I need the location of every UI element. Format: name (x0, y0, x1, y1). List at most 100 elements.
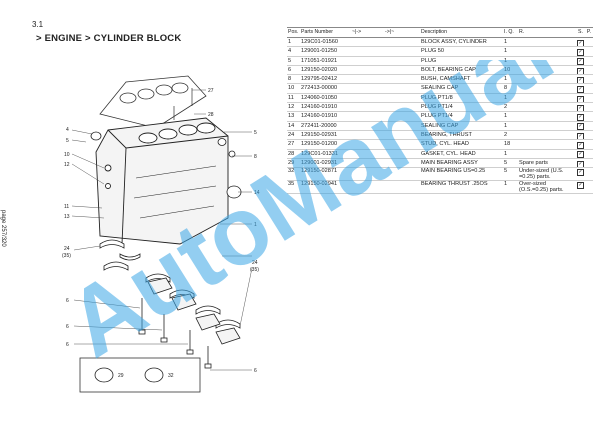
checkbox-checked-icon[interactable]: ✓ (577, 104, 584, 112)
header-from: ~|-> (352, 29, 362, 35)
cell-iq: 1 (504, 181, 508, 188)
cell-description: BLOCK ASSY, CYLINDER (421, 39, 487, 45)
callout-label: 27 (208, 88, 214, 94)
cell-to (385, 159, 421, 167)
cell-to (385, 181, 421, 193)
cell-p (585, 57, 593, 65)
cell-part-number: 124060-01050 (301, 94, 338, 101)
cell-description: BEARING THRUST .25OS (421, 181, 488, 188)
checkbox-checked-icon[interactable]: ✓ (577, 151, 584, 158)
checkbox-checked-icon[interactable]: ✓ (577, 67, 584, 75)
cell-iq: 5 (504, 159, 508, 166)
checkbox-checked-icon[interactable]: ✓ (577, 76, 584, 84)
callout-label: 24 (252, 260, 258, 266)
cell-s: ✓ (576, 140, 585, 149)
cell-from (348, 122, 385, 130)
cell-to (385, 122, 421, 130)
cell-to (385, 140, 421, 148)
checkbox-checked-icon[interactable]: ✓ (577, 181, 584, 189)
cell-pos: 29 (288, 159, 295, 166)
cell-to (385, 103, 421, 111)
checkbox-checked-icon[interactable]: ✓ (577, 58, 584, 65)
cell-s: ✓ (576, 75, 585, 84)
callout-label: 1 (254, 222, 257, 228)
callout-label: 14 (254, 190, 260, 196)
cell-part-number: 171051-01921 (301, 57, 338, 64)
header-iq: I. Q. (504, 29, 514, 35)
cap-bolts-drawing (138, 298, 212, 369)
cell-description: BUSH, CAMSHAFT (421, 76, 471, 83)
cell-description: PLUG (421, 57, 437, 64)
cell-iq: 8 (504, 85, 508, 92)
callout-label: 12 (64, 162, 70, 168)
checkbox-checked-icon[interactable]: ✓ (577, 142, 584, 149)
cell-remark (519, 57, 576, 65)
callout-label: 6 (66, 342, 69, 348)
callout-label: 8 (254, 154, 257, 160)
cell-to (385, 66, 421, 74)
cell-to (385, 75, 421, 83)
cell-p (585, 168, 593, 180)
cell-p (585, 75, 593, 83)
cell-remark (519, 47, 576, 55)
cell-to (385, 168, 421, 180)
cell-s: ✓ (576, 57, 585, 65)
cell-iq: 1 (504, 57, 508, 64)
checkbox-checked-icon[interactable]: ✓ (577, 86, 584, 93)
cell-remark (519, 38, 576, 46)
cell-pos: 13 (288, 113, 295, 120)
callout-label: 29 (118, 373, 124, 379)
cell-from (348, 140, 385, 148)
spare-bearing-inset (79, 357, 201, 393)
cell-from (348, 181, 385, 193)
cell-pos: 12 (288, 104, 295, 111)
cell-s: ✓ (576, 84, 585, 93)
cell-pos: 28 (288, 150, 295, 157)
cell-s: ✓ (576, 150, 585, 158)
callout-label: (35) (62, 253, 71, 259)
cell-part-number: 129C01-01331 (301, 150, 339, 157)
checkbox-checked-icon[interactable]: ✓ (577, 168, 584, 176)
cell-to (385, 112, 421, 120)
checkbox-checked-icon[interactable]: ✓ (577, 160, 584, 168)
checkbox-checked-icon[interactable]: ✓ (577, 49, 584, 56)
cell-iq: 18 (504, 141, 511, 148)
cell-remark: Over-sized (O.S.=0.25) parts. (519, 181, 564, 194)
cell-s: ✓ (576, 66, 585, 75)
cell-iq: 5 (504, 168, 508, 175)
callout-label: 24 (64, 246, 70, 252)
cell-description: STUD, CYL. HEAD (421, 141, 469, 148)
cell-description: BEARING, THRUST (421, 131, 472, 138)
cell-p (585, 150, 593, 158)
cell-to (385, 47, 421, 55)
cell-iq: 1 (504, 150, 508, 157)
cell-description: PLUG 50 (421, 48, 445, 55)
cell-pos: 35 (288, 181, 295, 188)
cell-description: SEALING CAP (421, 85, 459, 92)
cell-iq: 1 (504, 48, 508, 55)
cell-part-number: 129001-01250 (301, 48, 338, 55)
cell-description: PLUG PT1/8 (421, 94, 453, 101)
cell-part-number: 272413-00000 (301, 85, 338, 92)
checkbox-checked-icon[interactable]: ✓ (577, 95, 584, 103)
cell-from (348, 47, 385, 55)
checkbox-checked-icon[interactable]: ✓ (577, 39, 584, 47)
callout-label: (35) (250, 267, 259, 273)
cell-remark (519, 140, 576, 148)
checkbox-checked-icon[interactable]: ✓ (577, 123, 584, 130)
plugs-drawing (90, 131, 242, 199)
checkbox-checked-icon[interactable]: ✓ (577, 114, 584, 121)
cylinder-block-diagram: 27 28 4 5 10 12 11 13 5 8 14 1 24 (35) 2… (62, 75, 260, 393)
cell-from (348, 103, 385, 111)
checkbox-checked-icon[interactable]: ✓ (577, 132, 584, 140)
cell-description: PLUG PT1/4 (421, 113, 453, 120)
